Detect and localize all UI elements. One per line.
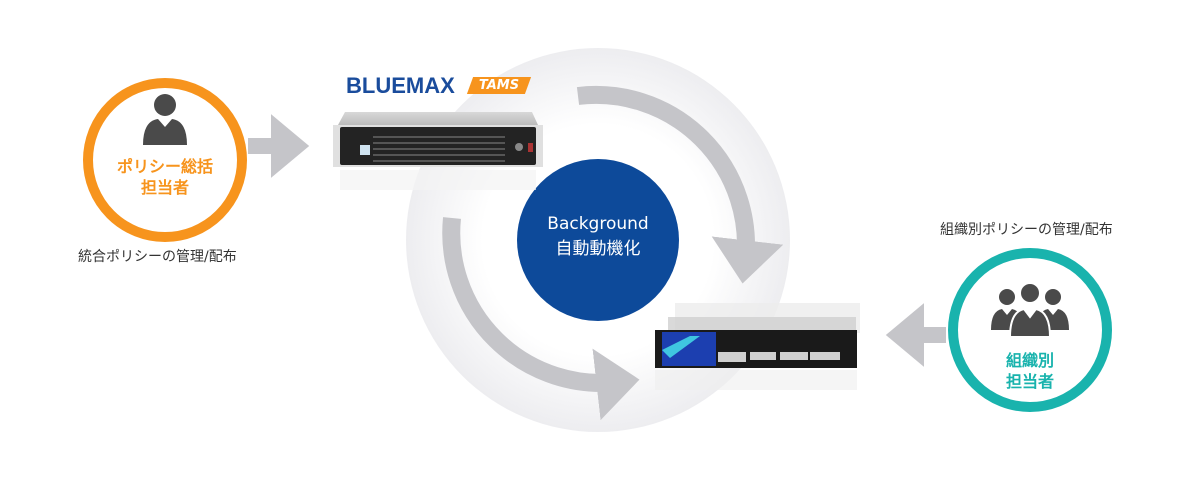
center-circle: [517, 159, 679, 321]
logo-product: TAMS: [478, 78, 520, 93]
left-caption: 統合ポリシーの管理/配布: [78, 249, 237, 265]
group-icon: [991, 282, 1069, 338]
right-role-label: 組織別 担当者: [960, 350, 1100, 392]
center-line2: 自動動機化: [555, 239, 641, 259]
left-role-label: ポリシー総括 担当者: [95, 156, 235, 198]
right-caption: 組織別ポリシーの管理/配布: [940, 222, 1113, 238]
cycle-arrow-bottom: [442, 217, 640, 421]
center-label: Background 自動動機化: [518, 212, 678, 262]
left-role-circle: [83, 78, 247, 242]
center-line1: Background: [547, 214, 649, 234]
right-role-line1: 組織別: [1005, 351, 1054, 370]
left-role-line2: 担当者: [140, 178, 189, 197]
left-role-line1: ポリシー総括: [116, 157, 213, 176]
person-icon: [143, 94, 187, 145]
appliance-image: [655, 303, 860, 390]
logo-product-badge: TAMS: [466, 77, 532, 94]
tams-server-image: [333, 112, 543, 190]
cycle-arrow-top: [576, 85, 784, 284]
logo-brand: BLUEMAX: [346, 73, 455, 98]
right-role-line2: 担当者: [1005, 372, 1054, 391]
